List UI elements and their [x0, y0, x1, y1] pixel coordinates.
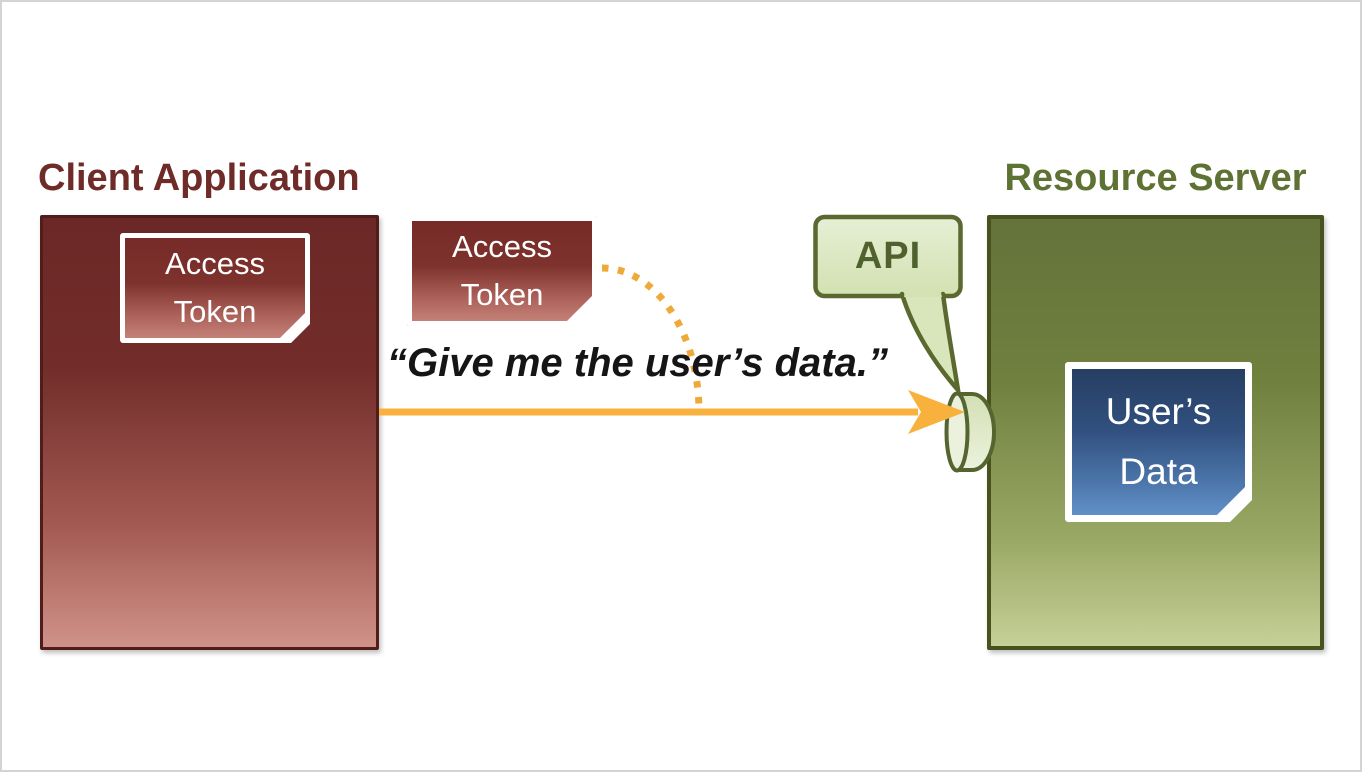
request-arrow-head [908, 390, 965, 434]
client-application-title: Client Application [38, 157, 360, 199]
access-token-note-transfer: Access Token [407, 216, 597, 326]
api-socket-cylinder-icon [944, 391, 996, 473]
access-token-note-client: Access Token [120, 233, 310, 343]
resource-server-title: Resource Server [1004, 157, 1307, 199]
access-token-note-fill: Access Token [125, 238, 305, 338]
access-token-note-fill: Access Token [412, 221, 592, 321]
api-callout-bubble [813, 214, 963, 398]
api-socket-opening [944, 391, 970, 473]
request-message: “Give me the user’s data.” [387, 341, 888, 385]
api-callout-label: API [854, 234, 922, 277]
access-token-note-label: Access Token [165, 246, 265, 329]
api-callout-tail [899, 291, 962, 398]
users-data-note-fill: User’s Data [1072, 369, 1245, 515]
users-data-note: User’s Data [1065, 362, 1252, 522]
token-flow-dotted-arc [601, 264, 703, 413]
api-callout-body [813, 214, 963, 299]
api-callout-tail-joint [904, 289, 942, 297]
users-data-note-label: User’s Data [1105, 391, 1212, 492]
access-token-note-label: Access Token [452, 229, 552, 312]
